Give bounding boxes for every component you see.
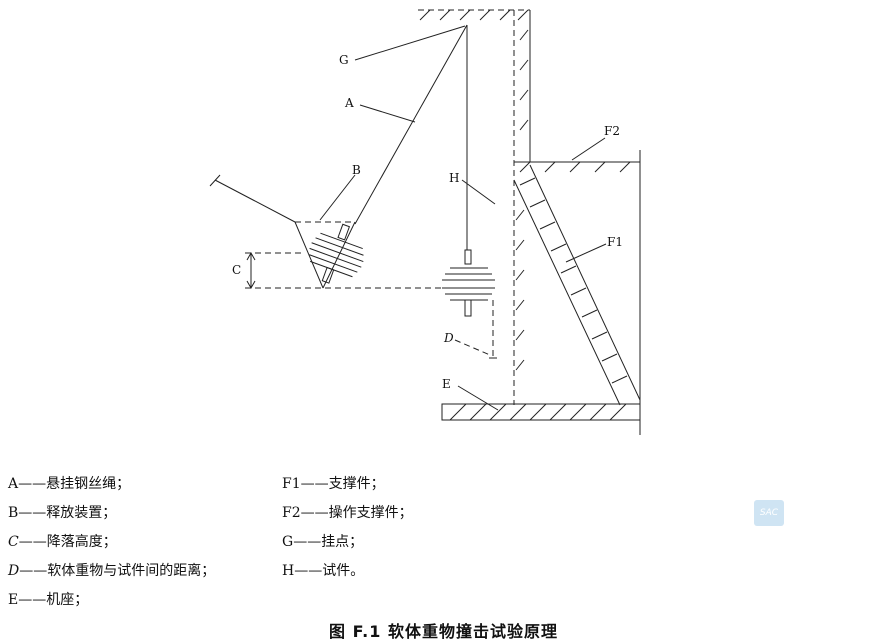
label-d: D: [444, 331, 454, 345]
impact-test-diagram: [209, 9, 641, 435]
leader-lines: [319, 25, 607, 411]
label-h: H: [449, 171, 460, 185]
hanging-weight: [442, 249, 495, 317]
label-a: A: [345, 96, 354, 110]
release-device-b: [209, 174, 356, 289]
suspension-ropes: [354, 24, 468, 250]
legend-item-h: H——试件。: [282, 563, 365, 579]
wall-column: [513, 10, 531, 405]
legend-item-f1: F1——支撑件；: [282, 476, 385, 492]
label-c: C: [232, 263, 242, 277]
label-f2: F2: [604, 124, 620, 138]
legend-item-g: G——挂点；: [282, 534, 364, 550]
label-g: G: [339, 53, 349, 67]
label-e: E: [442, 377, 451, 391]
ceiling-hatch: [418, 9, 530, 21]
figure-caption: 图 F.1 软体重物撞击试验原理: [329, 622, 558, 641]
machine-base-e: [441, 403, 641, 421]
legend-item-a: A——悬挂钢丝绳；: [8, 476, 131, 492]
operating-support-f2: [514, 150, 641, 435]
legend-item-f2: F2——操作支撑件；: [282, 505, 413, 521]
legend-item-c: C——降落高度；: [8, 534, 117, 550]
legend-item-d: D——软体重物与试件间的距离；: [8, 563, 216, 579]
legend-item-e: E——机座；: [8, 592, 89, 608]
tilted-weight: [309, 223, 364, 284]
diagonal-support-f1: [513, 164, 641, 406]
drop-height-c: [245, 251, 445, 290]
label-b: B: [352, 163, 361, 177]
legend-item-b: B——释放装置；: [8, 505, 117, 521]
sac-logo: SAC: [754, 500, 784, 526]
distance-d: [454, 300, 497, 359]
label-f1: F1: [607, 235, 623, 249]
